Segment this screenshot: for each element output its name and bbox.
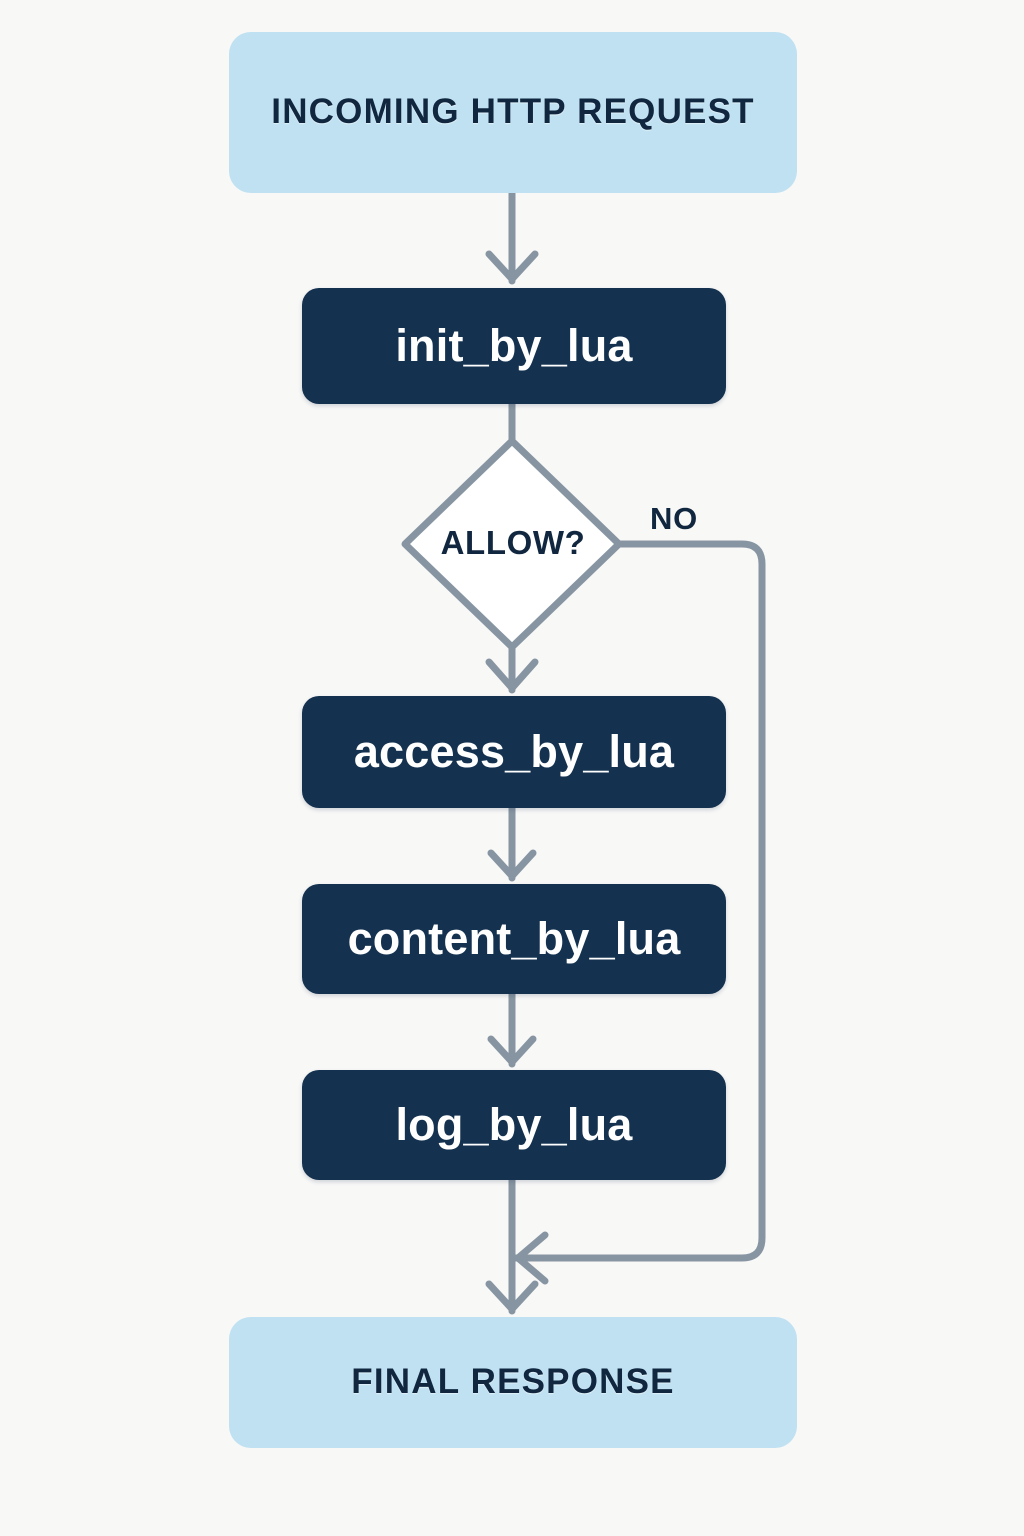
node-label-decision: ALLOW? [440,524,586,561]
node-init-by-lua[interactable]: init_by_lua [302,288,726,404]
node-log-by-lua[interactable]: log_by_lua [302,1070,726,1180]
node-access-by-lua[interactable]: access_by_lua [302,696,726,808]
edge-label-no: NO [650,501,698,537]
arrowhead-decision-to-access [485,658,539,692]
node-label-content: content_by_lua [347,913,681,964]
node-label-access: access_by_lua [353,726,675,777]
node-content-by-lua[interactable]: content_by_lua [302,884,726,994]
node-label-start: INCOMING HTTP REQUEST [271,92,755,132]
node-final-response[interactable]: FINAL RESPONSE [229,1317,797,1448]
edge-label-no-text: NO [650,501,699,536]
node-label-init: init_by_lua [395,320,633,371]
arrowhead-content-to-log [487,1035,537,1066]
arrowhead-log-to-end [485,1280,539,1313]
node-decision-allow[interactable]: ALLOW? [413,524,613,562]
arrowhead-no-branch-merge [514,1231,549,1285]
arrowhead-access-to-content [487,849,537,880]
node-label-log: log_by_lua [395,1099,633,1150]
node-label-end: FINAL RESPONSE [351,1362,675,1402]
node-incoming-http-request[interactable]: INCOMING HTTP REQUEST [229,32,797,193]
arrowhead-start-to-init [485,250,539,283]
connector-no-branch [512,540,766,1262]
